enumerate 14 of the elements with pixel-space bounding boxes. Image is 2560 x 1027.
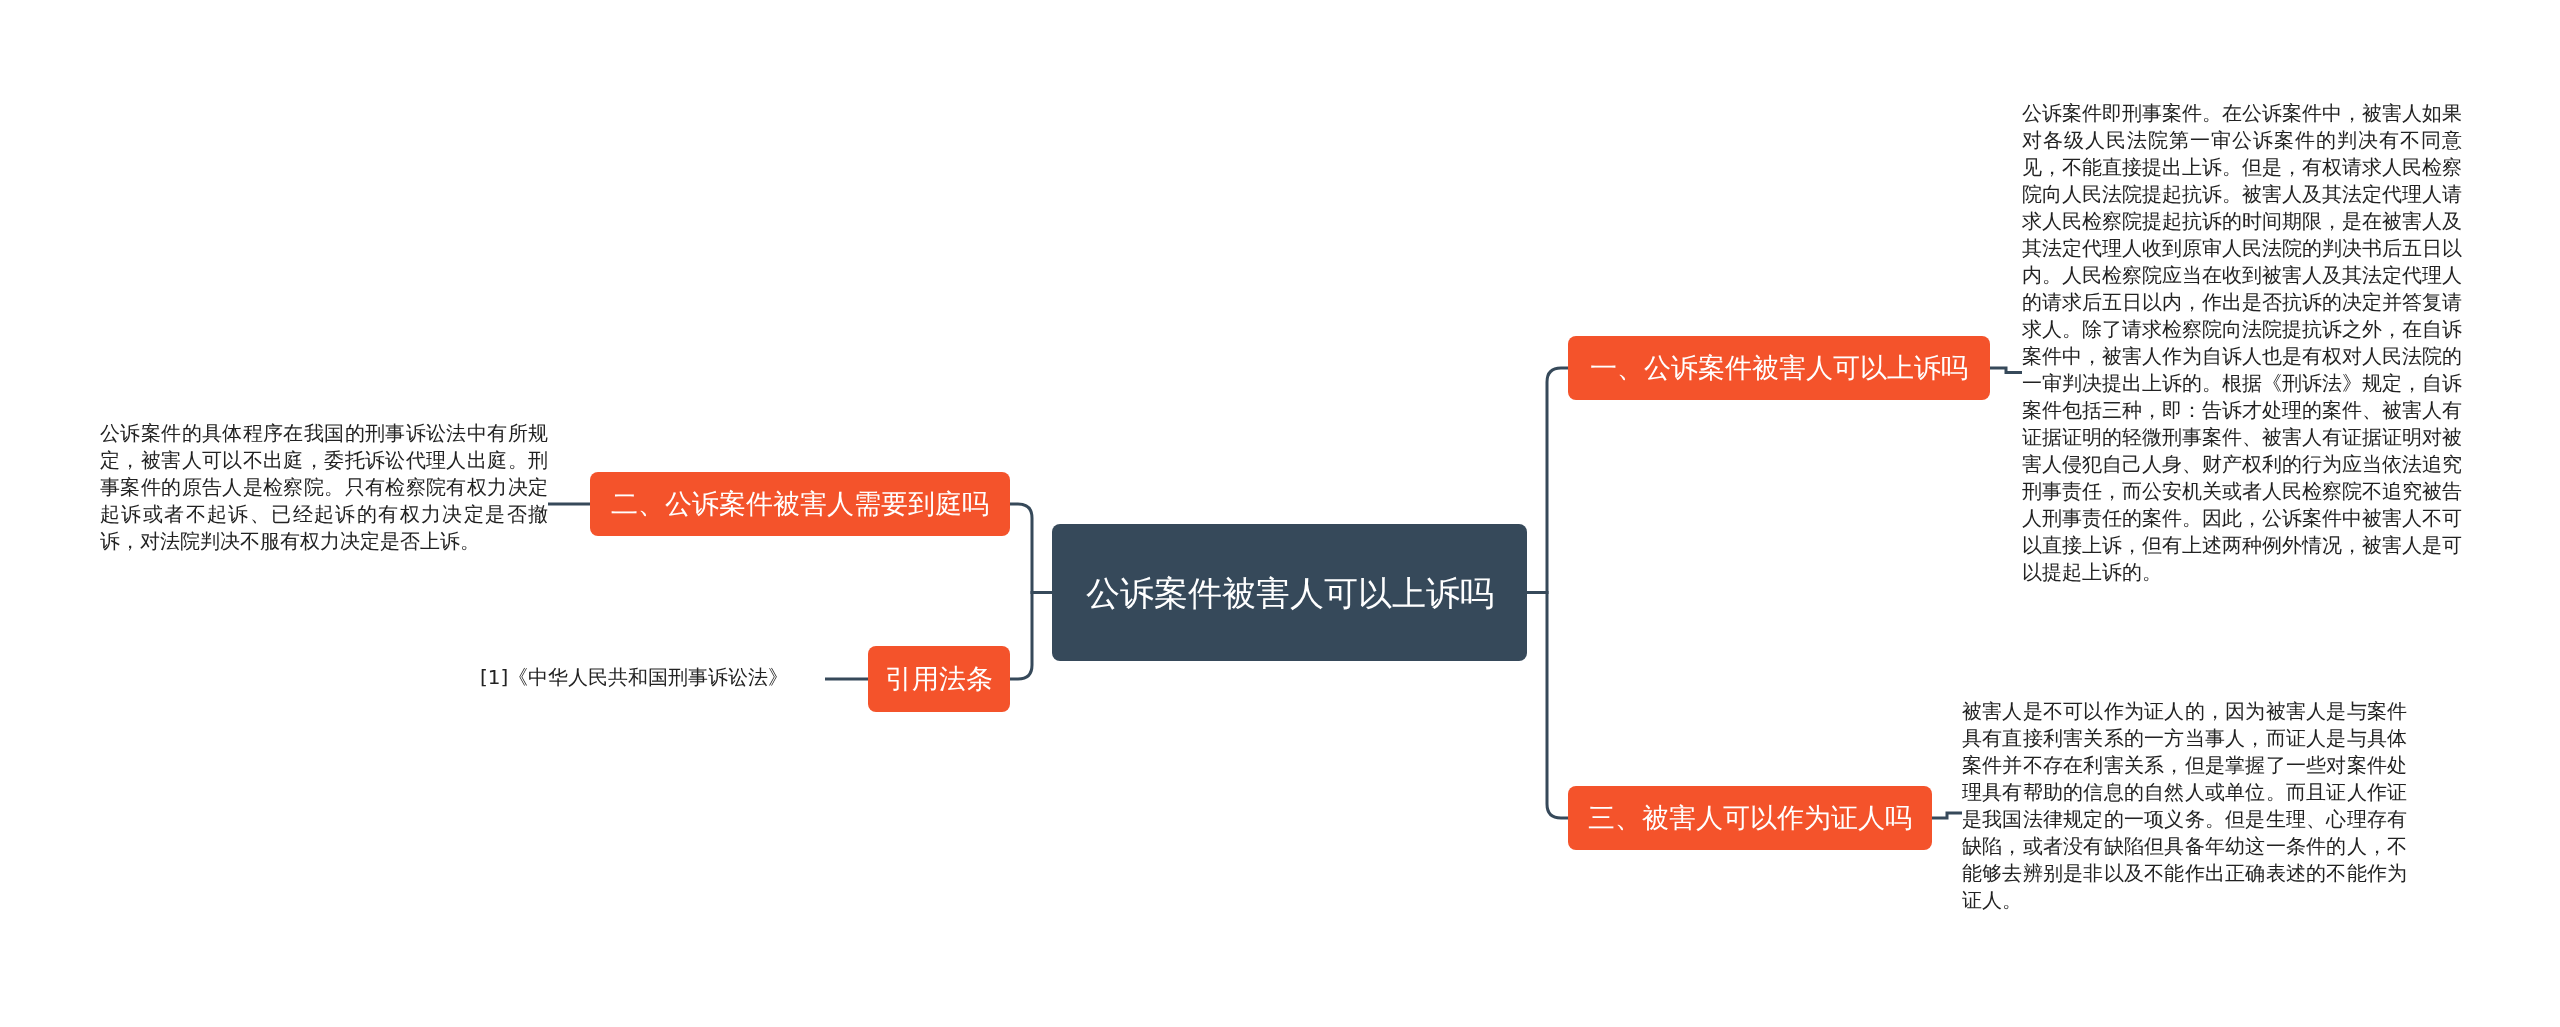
- connector-line: [1932, 811, 1962, 820]
- connector-line: [548, 502, 590, 506]
- connector-line: [1010, 591, 1052, 681]
- note-text: 公诉案件的具体程序在我国的刑事诉讼法中有所规定，被害人可以不出庭，委托诉讼代理人出庭。刑事案件的原告人是检察院。只有检察院有权力决定起诉或者不起诉、已经起诉的有权力决定是否撤诉，对法院判决不服有权力决定是否上诉。: [100, 420, 548, 555]
- central-topic-box: 公诉案件被害人可以上诉吗: [1052, 524, 1527, 661]
- note-text: 公诉案件即刑事案件。在公诉案件中，被害人如果对各级人民法院第一审公诉案件的判决有不同意见，不能直接提出上诉。但是，有权请求人民检察院向人民法院提起抗诉。被害人及其法定代理人请求人民检察院提起抗诉的时间期限，是在被害人及其法定代理人收到原审人民法院的判决书后五日以内。人民检察院应当在收到被害人及其法定代理人的请求后五日以内，作出是否抗诉的决定并答复请求人。除了请求检察院向法院提抗诉之外，在自诉案件中，被害人作为自诉人也是有权对人民法院的一审判决提出上诉的。根据《刑诉法》规定，自诉案件包括三种，即：告诉才处理的案件、被害人有证据证明的轻微刑事案件、被害人有证据证明对被害人侵犯自己人身、财产权利的行为应当依法追究刑事责任，而公安机关或者人民检察院不追究被告人刑事责任的案件。因此，公诉案件中被害人不可以直接上诉，但有上述两种例外情况，被害人是可以提起上诉的。: [2022, 100, 2462, 586]
- topic-box: 三、被害人可以作为证人吗: [1568, 786, 1932, 850]
- topic-box: 一、公诉案件被害人可以上诉吗: [1568, 336, 1990, 400]
- connector-line: [1990, 366, 2022, 374]
- note-text: [1]《中华人民共和国刑事诉讼法》: [480, 664, 825, 691]
- topic-box: 引用法条: [868, 646, 1010, 712]
- topic-box: 二、公诉案件被害人需要到庭吗: [590, 472, 1010, 536]
- note-text: 被害人是不可以作为证人的，因为被害人是与案件具有直接利害关系的一方当事人，而证人是与具体案件并不存在利害关系，但是掌握了一些对案件处理具有帮助的信息的自然人或单位。而且证人作证是我国法律规定的一项义务。但是生理、心理存有缺陷，或者没有缺陷但具备年幼这一条件的人，不能够去辨别是非以及不能作出正确表述的不能作为证人。: [1962, 698, 2407, 914]
- connector-line: [825, 677, 868, 681]
